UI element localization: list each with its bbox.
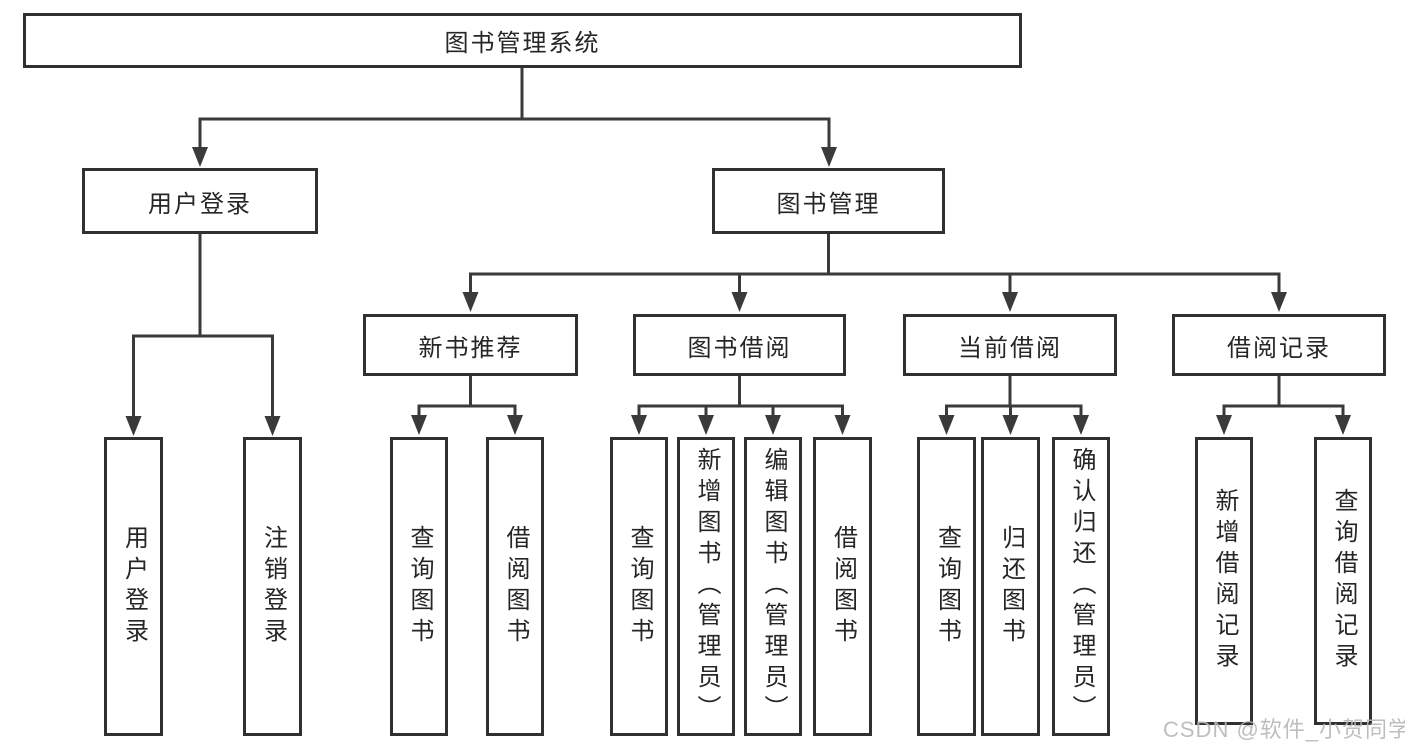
node-borrowing-records: 借阅记录 <box>1172 314 1386 376</box>
node-current-borrowing: 当前借阅 <box>903 314 1117 376</box>
node-label: 查询图书 <box>933 524 961 649</box>
leaf-query-books-current: 查询图书 <box>917 437 976 736</box>
node-label: 编辑图书（管理员） <box>760 447 787 726</box>
leaf-logout: 注销登录 <box>243 437 302 736</box>
node-label: 借阅图书 <box>829 524 857 649</box>
node-label: 新增借阅记录 <box>1211 488 1238 674</box>
leaf-borrow-books-recommend: 借阅图书 <box>486 437 544 736</box>
node-label: 查询图书 <box>406 524 433 649</box>
node-label: 新书推荐 <box>418 334 523 362</box>
leaf-query-books-recommend: 查询图书 <box>390 437 448 736</box>
node-label: 确认归还（管理员） <box>1068 447 1095 726</box>
node-label: 新增图书（管理员） <box>693 447 720 726</box>
connector-book-mgmt-branch <box>469 231 1281 295</box>
node-new-book-recommend: 新书推荐 <box>363 314 578 376</box>
connector-current-branch <box>945 373 1083 418</box>
connector-new-book-branch <box>417 373 517 418</box>
node-label: 归还图书 <box>997 524 1025 649</box>
node-book-borrowing: 图书借阅 <box>633 314 846 376</box>
node-label: 图书管理 <box>776 190 881 218</box>
connector-records-branch <box>1222 373 1345 418</box>
node-book-management-module: 图书管理 <box>712 168 945 234</box>
csdn-watermark: CSDN @软件_小贺同学 <box>1163 717 1405 742</box>
node-label: 图书借阅 <box>687 334 792 362</box>
node-label: 当前借阅 <box>958 334 1062 362</box>
leaf-query-borrow-record: 查询借阅记录 <box>1314 437 1372 725</box>
node-root-system: 图书管理系统 <box>23 13 1022 68</box>
leaf-add-borrow-record: 新增借阅记录 <box>1195 437 1253 725</box>
leaf-edit-book-admin: 编辑图书（管理员） <box>744 437 802 736</box>
node-label: 借阅图书 <box>502 524 529 649</box>
node-label: 用户登录 <box>120 524 148 649</box>
node-label: 借阅记录 <box>1227 334 1331 362</box>
node-label: 图书管理系统 <box>444 30 601 57</box>
connector-user-login-branch <box>132 231 274 419</box>
leaf-query-books-borrowing: 查询图书 <box>610 437 668 736</box>
leaf-user-login: 用户登录 <box>104 437 163 736</box>
leaf-return-book: 归还图书 <box>981 437 1040 736</box>
connector-root-to-level2 <box>198 65 831 150</box>
leaf-add-book-admin: 新增图书（管理员） <box>677 437 735 736</box>
arrowheads <box>125 147 1351 436</box>
leaf-confirm-return-admin: 确认归还（管理员） <box>1052 437 1110 736</box>
connector-borrow-branch <box>637 373 844 418</box>
node-label: 查询借阅记录 <box>1330 488 1357 674</box>
leaf-borrow-books: 借阅图书 <box>813 437 872 736</box>
node-user-login-module: 用户登录 <box>82 168 318 234</box>
node-label: 用户登录 <box>148 190 252 218</box>
node-label: 查询图书 <box>626 524 653 649</box>
node-label: 注销登录 <box>259 524 287 649</box>
